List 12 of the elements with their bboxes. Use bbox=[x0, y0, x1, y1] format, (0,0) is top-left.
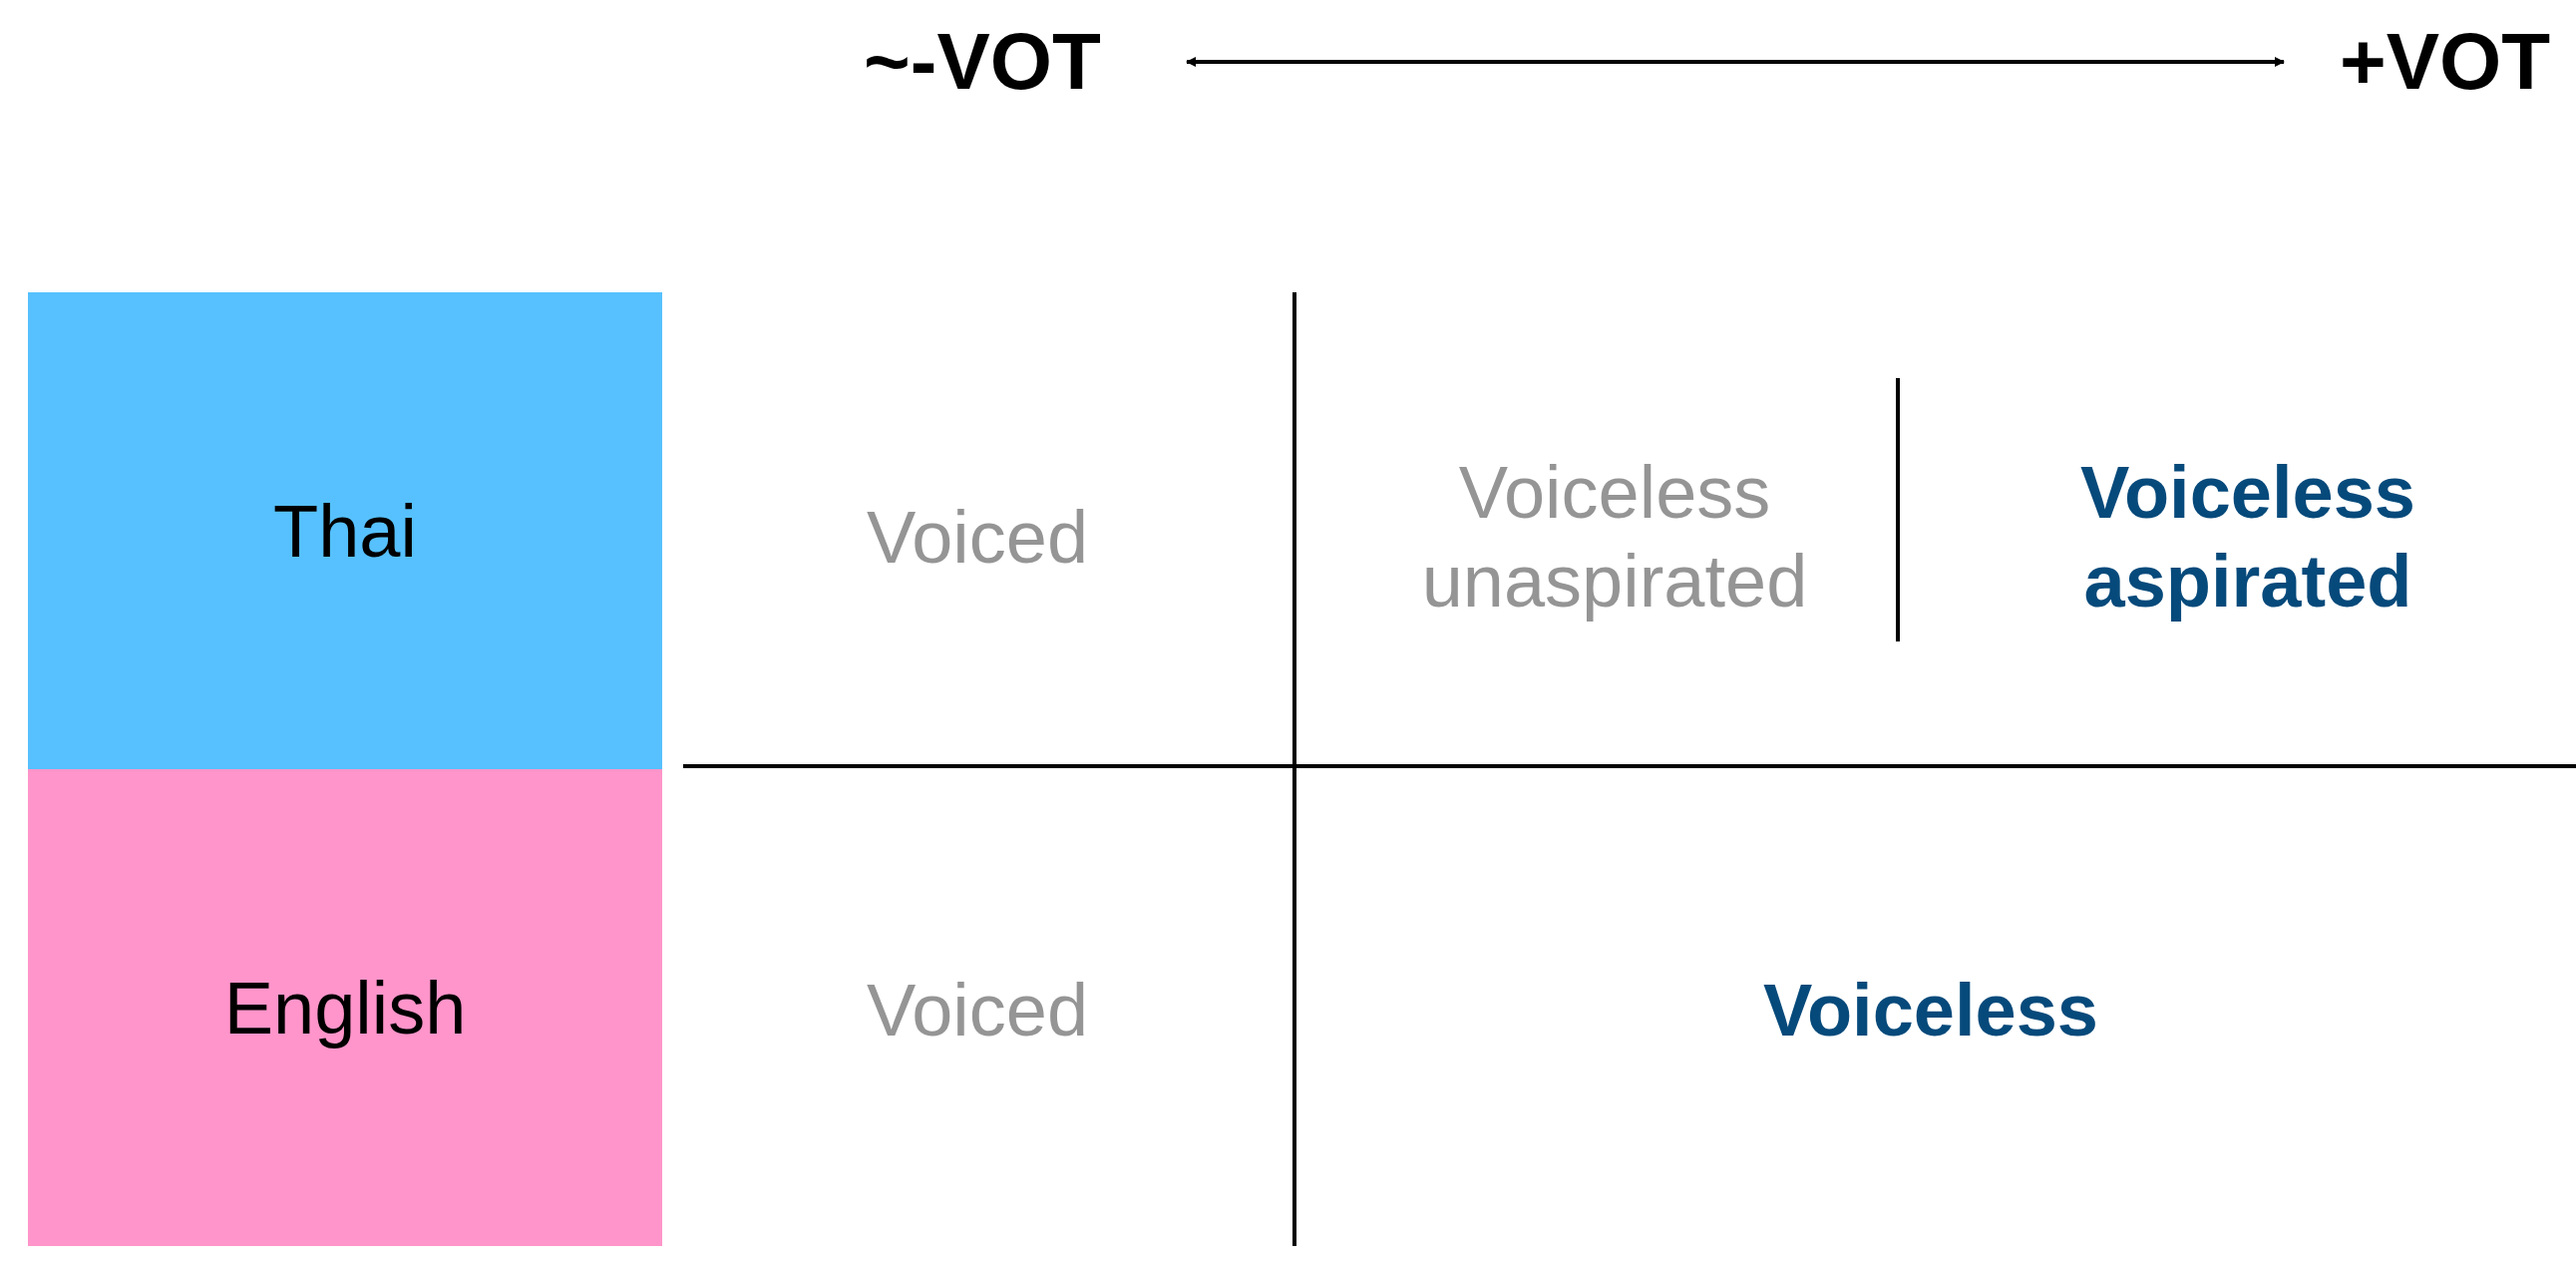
category-label: Voiced bbox=[865, 494, 1090, 581]
language-box bbox=[28, 769, 662, 1246]
category-label: Voiceless unaspirated bbox=[1420, 450, 1809, 625]
language-name: English bbox=[223, 965, 467, 1051]
language-name: Thai bbox=[273, 488, 417, 574]
category-label: Voiced bbox=[865, 967, 1090, 1053]
category-label: Voiceless bbox=[1762, 967, 2099, 1053]
category-label: Voiceless aspirated bbox=[2079, 450, 2416, 625]
axis-label: +VOT bbox=[2314, 20, 2576, 104]
language-box bbox=[28, 292, 662, 769]
double-arrow bbox=[1186, 57, 2285, 67]
axis-label: ~-VOT bbox=[838, 20, 1127, 104]
